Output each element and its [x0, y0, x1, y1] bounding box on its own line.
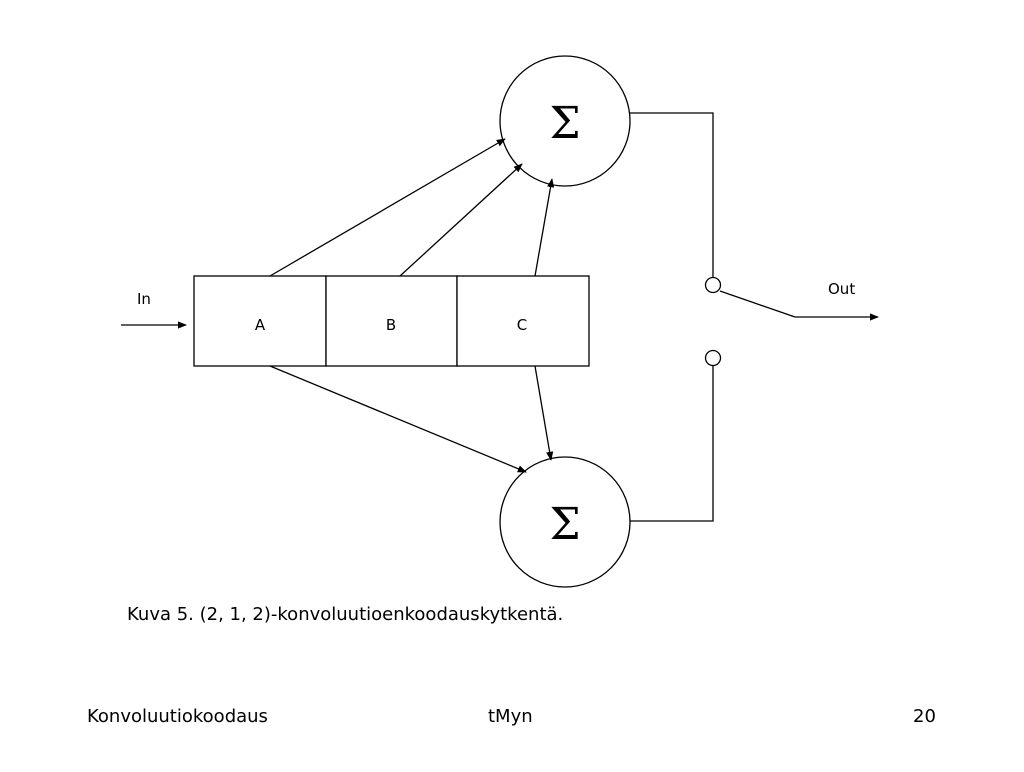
- register-cell-b: [325, 275, 458, 367]
- shift-register: A B C: [193, 275, 590, 367]
- tap-a-to-bottom: [269, 365, 527, 473]
- figure-caption: Kuva 5. (2, 1, 2)-konvoluutioenkoodausky…: [127, 604, 564, 625]
- register-cell-a: [193, 275, 327, 367]
- tap-a-to-top: [269, 138, 506, 277]
- input-label: In: [137, 290, 151, 308]
- register-label-c: C: [517, 316, 527, 334]
- tap-c-to-top: [534, 178, 555, 277]
- top-summer-sigma: Σ: [549, 98, 580, 149]
- switch-contact-top: [704, 276, 722, 294]
- bottom-summer-sigma: Σ: [549, 499, 580, 550]
- register-label-b: B: [386, 316, 396, 334]
- switch-arm: [719, 290, 796, 318]
- bottom-summer: [499, 456, 631, 588]
- tap-b-to-top: [399, 163, 523, 277]
- switch-contact-bottom: [704, 349, 722, 367]
- footer-author: tMyn: [488, 706, 533, 727]
- bottom-output-wire: [630, 366, 714, 522]
- page-number: 20: [913, 706, 936, 727]
- tap-c-to-bottom: [534, 365, 554, 461]
- output-label: Out: [828, 280, 855, 298]
- register-cell-c: [456, 275, 590, 367]
- top-output-wire: [630, 112, 714, 278]
- register-label-a: A: [255, 316, 266, 334]
- footer-title: Konvoluutiokoodaus: [87, 706, 268, 727]
- top-summer: [499, 55, 631, 187]
